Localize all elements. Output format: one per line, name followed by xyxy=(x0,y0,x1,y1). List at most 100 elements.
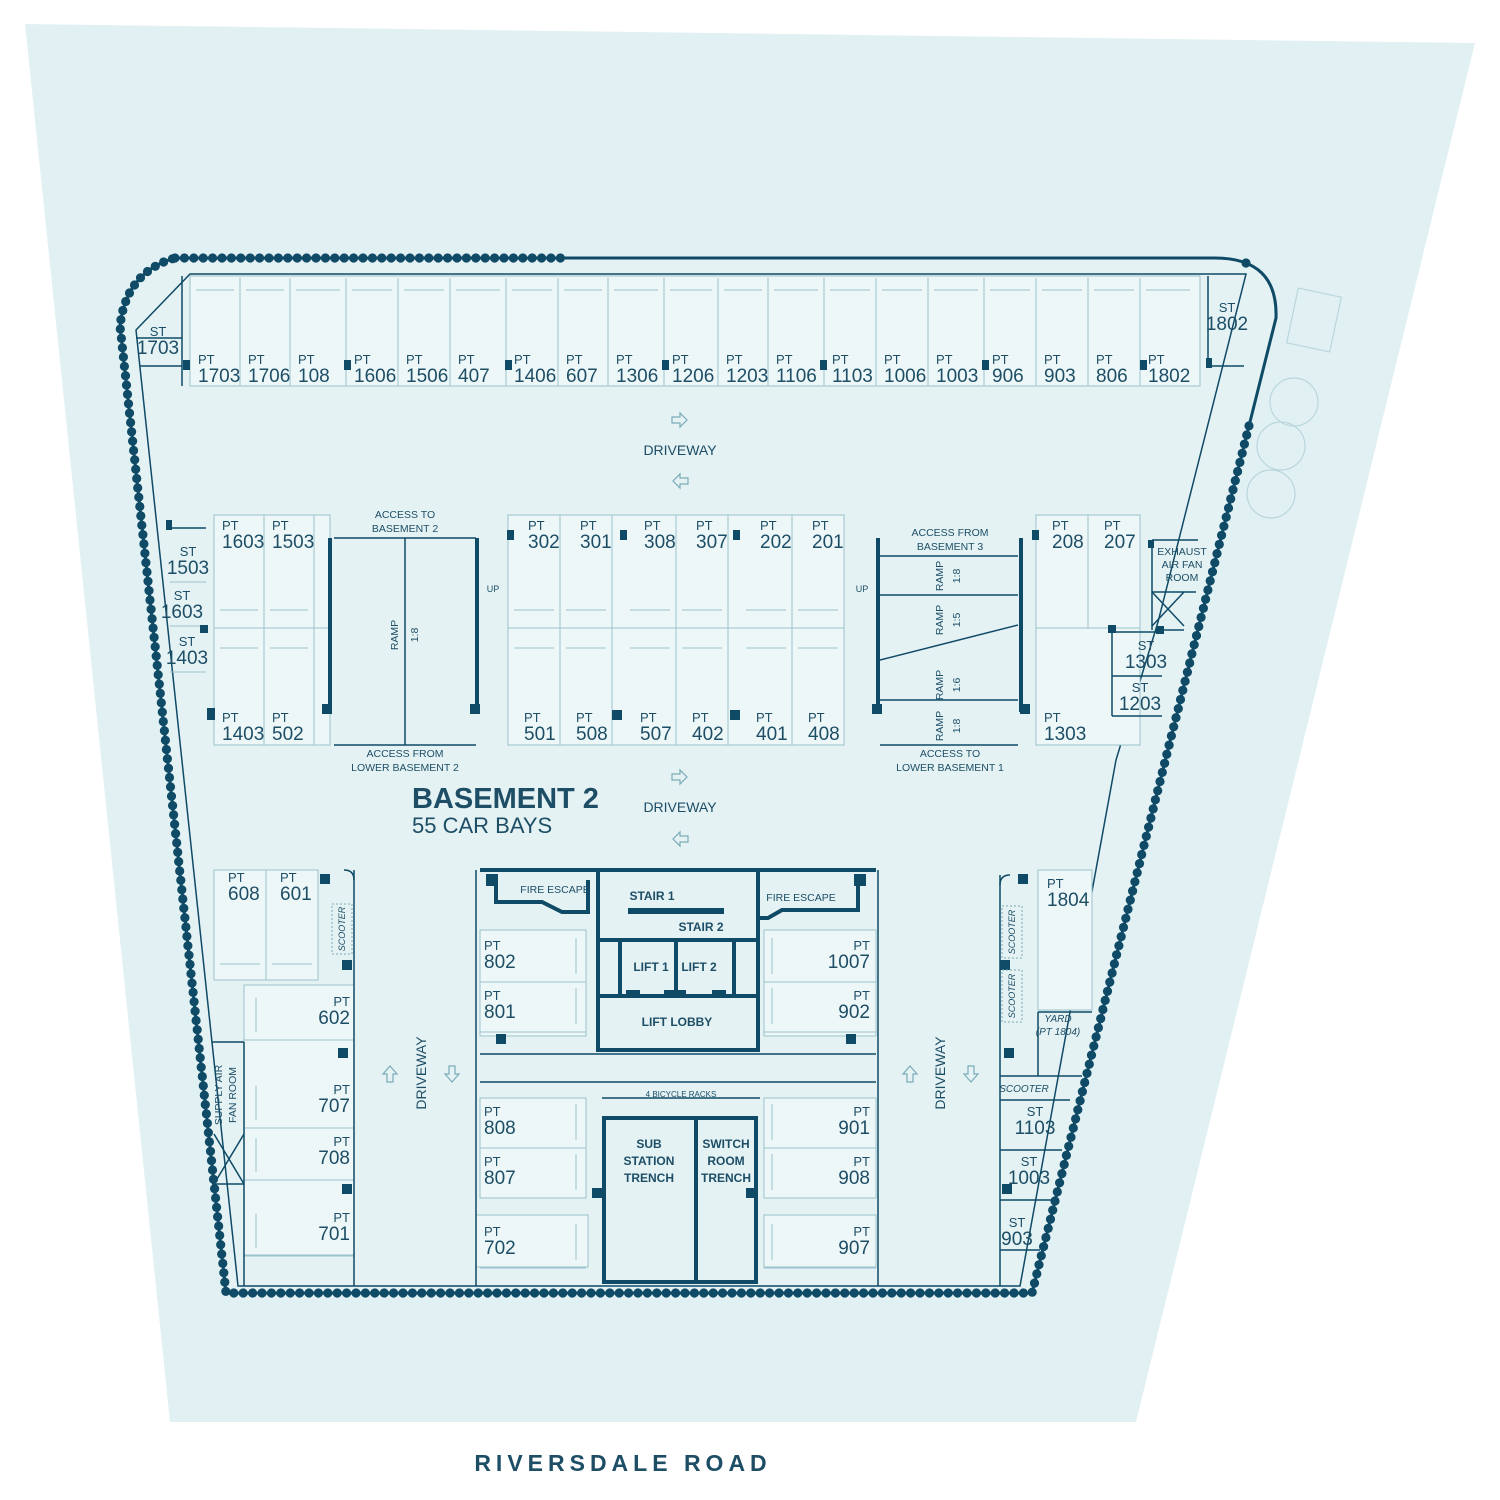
perimeter-bolt xyxy=(1105,977,1115,987)
parking-bay-1804-number: 1804 xyxy=(1047,890,1090,911)
yard-l1: YARD xyxy=(1044,1014,1071,1025)
scooter-label: SCOOTER xyxy=(1007,973,1017,1018)
parking-bay-1003-prefix: PT xyxy=(936,352,953,367)
perimeter-bolt xyxy=(311,253,321,263)
perimeter-bolt xyxy=(245,253,255,263)
perimeter-bolt xyxy=(1096,1014,1106,1024)
perimeter-bolt xyxy=(461,253,471,263)
parking-bay-1406-prefix: PT xyxy=(514,352,531,367)
parking-bay-1103-number: 1103 xyxy=(832,366,873,387)
parking-bay-1606-prefix: PT xyxy=(354,352,371,367)
perimeter-bolt xyxy=(424,253,434,263)
parking-bay-906-prefix: PT xyxy=(992,352,1009,367)
perimeter-bolt xyxy=(1061,1150,1071,1160)
perimeter-bolt xyxy=(1039,1242,1049,1252)
perimeter-bolt xyxy=(1114,941,1124,951)
perimeter-bolt xyxy=(122,389,133,399)
substation-l2: STATION xyxy=(624,1154,675,1168)
perimeter-bolt xyxy=(1041,1232,1051,1243)
perimeter-bolt xyxy=(508,253,518,263)
yard-l2: (PT 1804) xyxy=(1036,1027,1080,1038)
perimeter-bolt xyxy=(708,1288,718,1298)
parking-bay-806-number: 806 xyxy=(1096,366,1128,387)
perimeter-bolt xyxy=(173,847,183,857)
driveway-label-left: DRIVEWAY xyxy=(413,1036,429,1110)
storage-1603-number: 1603 xyxy=(161,602,203,623)
perimeter-bolt xyxy=(139,539,149,549)
perimeter-bolt xyxy=(283,253,293,263)
parking-bay-1303-prefix: PT xyxy=(1044,710,1061,725)
arrow-down-icon xyxy=(443,1065,461,1083)
inner-wall xyxy=(135,273,1247,1287)
perimeter-bolt xyxy=(1052,1187,1062,1197)
perimeter-bolt xyxy=(1121,913,1131,923)
perimeter-bolt xyxy=(454,1288,464,1298)
perimeter-bolt xyxy=(358,253,368,263)
perimeter-bolt xyxy=(530,1288,540,1298)
perimeter-bolt xyxy=(1189,640,1199,650)
parking-bay-907-prefix: PT xyxy=(853,1224,870,1239)
perimeter-bolt xyxy=(473,1288,483,1298)
perimeter-bolt xyxy=(211,1193,221,1203)
perimeter-bolt xyxy=(1086,1050,1097,1060)
arrow-up-icon xyxy=(381,1065,399,1083)
perimeter-bolt xyxy=(138,530,148,540)
perimeter-bolt xyxy=(1180,676,1190,686)
parking-bay-507-prefix: PT xyxy=(640,710,657,725)
perimeter-bolt xyxy=(126,417,136,428)
parking-bay-802-prefix: PT xyxy=(484,938,501,953)
perimeter-bolt xyxy=(1242,430,1252,440)
perimeter-bolt xyxy=(182,931,192,942)
perimeter-bolt xyxy=(527,253,537,263)
perimeter-bolt xyxy=(166,791,177,801)
perimeter-bolt xyxy=(163,763,174,773)
perimeter-bolt xyxy=(1217,530,1227,540)
perimeter-bolt xyxy=(116,315,126,325)
perimeter-bolt xyxy=(121,380,132,390)
perimeter-bolt xyxy=(129,445,139,456)
perimeter-bolt xyxy=(164,772,175,783)
perimeter-bolt xyxy=(1187,649,1197,659)
perimeter-bolt xyxy=(1191,631,1202,641)
perimeter-bolt xyxy=(436,1288,446,1298)
perimeter-bolt xyxy=(200,1100,210,1110)
perimeter-bolt xyxy=(1073,1105,1083,1115)
parking-bay-1606-number: 1606 xyxy=(354,366,396,387)
perimeter-bolt xyxy=(1102,986,1113,996)
perimeter-bolt xyxy=(174,857,184,867)
substation-l3: TRENCH xyxy=(624,1171,674,1185)
storage-1103-number: 1103 xyxy=(1015,1118,1056,1139)
perimeter-bolt xyxy=(555,253,566,263)
perimeter-bolt xyxy=(190,1006,200,1016)
fire-escape-left: FIRE ESCAPE xyxy=(520,884,589,896)
perimeter-bolt xyxy=(124,288,135,298)
perimeter-bolt xyxy=(896,1288,906,1298)
parking-bay-508-prefix: PT xyxy=(576,710,593,725)
perimeter-bolt xyxy=(175,866,185,876)
perimeter-bolt xyxy=(1205,576,1215,586)
perimeter-bolt xyxy=(1075,1096,1085,1106)
perimeter-bolt xyxy=(194,1043,204,1054)
perimeter-bolt xyxy=(501,1288,511,1298)
perimeter-bolt xyxy=(1128,886,1138,896)
parking-bay-307-number: 307 xyxy=(696,532,728,553)
access-to-b2-l2: BASEMENT 2 xyxy=(372,523,438,535)
perimeter-bolt xyxy=(179,253,189,263)
bay-blocks xyxy=(189,275,1201,1268)
perimeter-bolt xyxy=(216,1240,226,1250)
parking-bay-108-prefix: PT xyxy=(298,352,315,367)
perimeter-bolt xyxy=(198,253,208,263)
perimeter-bolt xyxy=(480,253,490,263)
